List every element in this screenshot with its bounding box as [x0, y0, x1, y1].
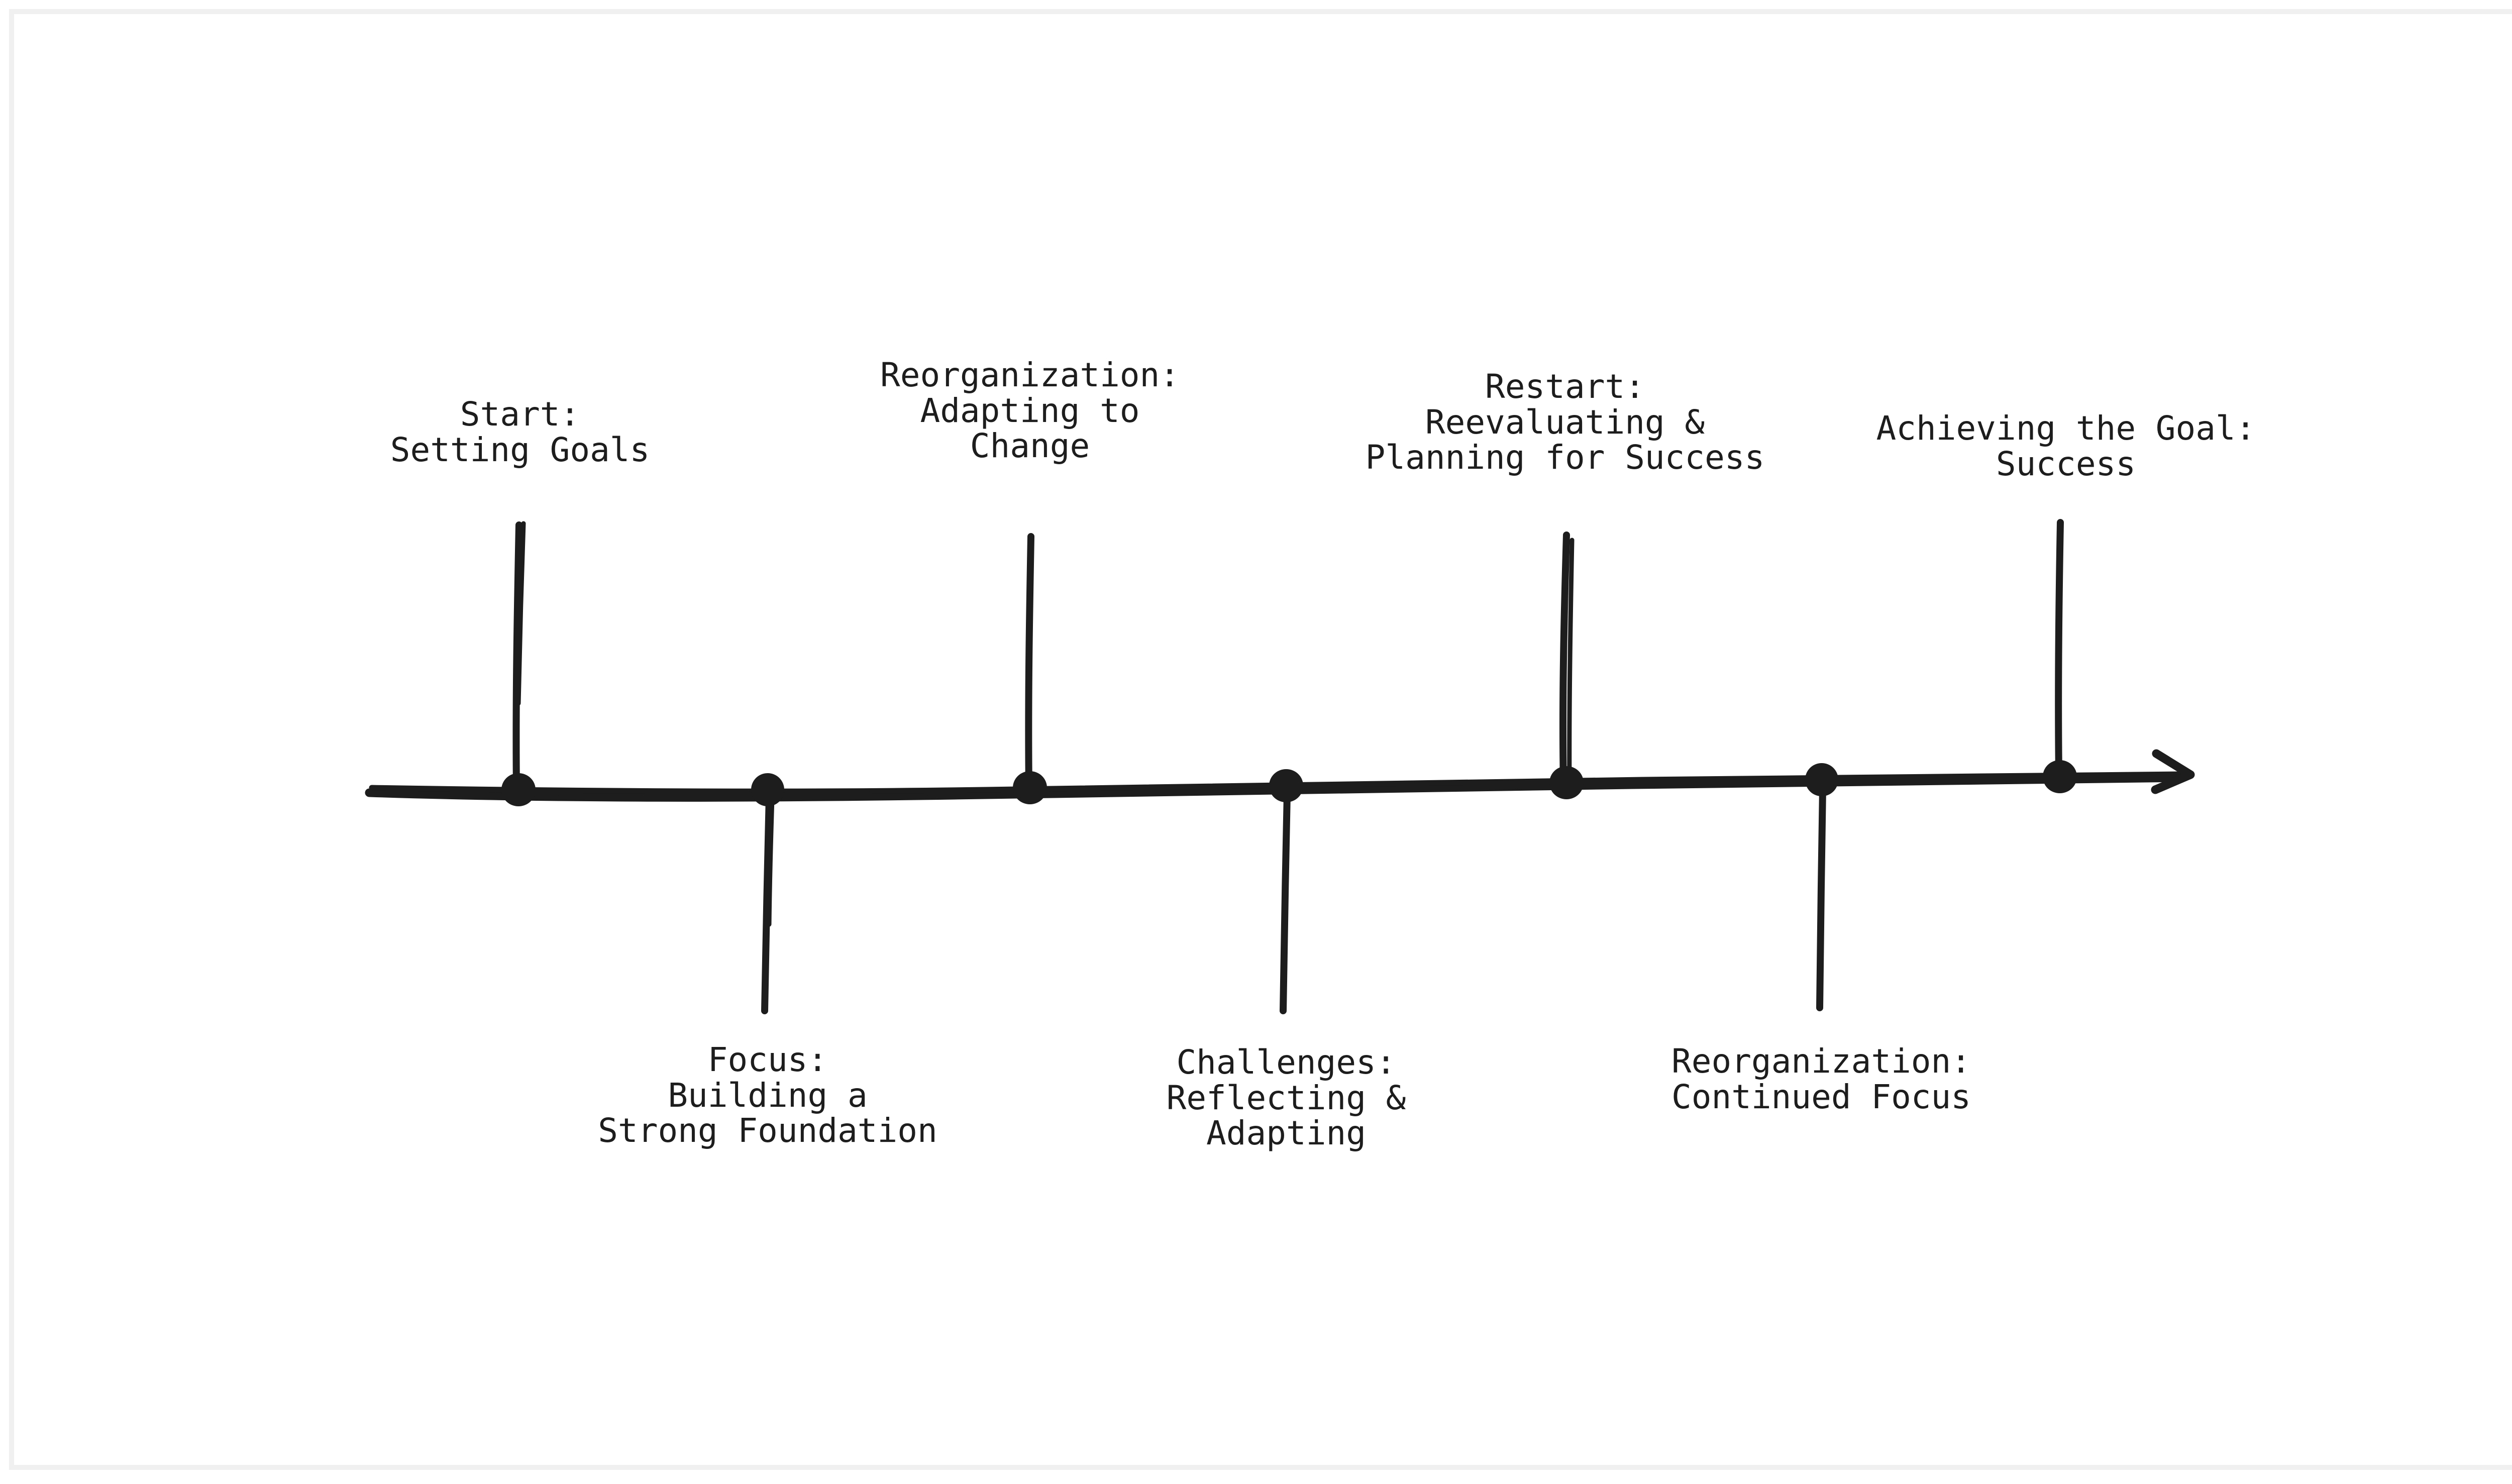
timeline-marker-3[interactable]: [1013, 771, 1047, 804]
connector-stem-5: [1559, 532, 1575, 787]
connector-stem-3: [1025, 533, 1034, 792]
timeline-marker-5[interactable]: [1549, 766, 1584, 799]
timeline-arrow-head-icon: [2151, 749, 2195, 794]
timeline-label-3: Reorganization: Adapting to Change: [880, 356, 1180, 466]
connector-stem-7: [2055, 519, 2064, 777]
timeline-marker-7[interactable]: [2043, 760, 2077, 793]
timeline-marker-2[interactable]: [751, 773, 784, 806]
timeline-label-1: Start: Setting Goals: [390, 395, 650, 469]
timeline-label-6: Reorganization: Continued Focus: [1671, 1042, 1971, 1116]
timeline-marker-4[interactable]: [1269, 769, 1303, 802]
diagram-frame-border: [9, 9, 2512, 1470]
timeline-label-2: Focus: Building a Strong Foundation: [598, 1040, 937, 1150]
connector-stem-4: [1280, 790, 1291, 1014]
timeline-marker-1[interactable]: [501, 773, 536, 806]
connector-stem-6: [1816, 785, 1826, 1011]
timeline-label-7: Achieving the Goal: Success: [1876, 409, 2256, 483]
timeline-label-5: Restart: Reevaluating & Planning for Suc…: [1365, 367, 1765, 477]
timeline-marker-6[interactable]: [1805, 763, 1838, 796]
connector-stem-1: [512, 521, 526, 793]
timeline-label-4: Challenges: Reflecting & Adapting: [1166, 1043, 1406, 1153]
connector-stem-2: [761, 793, 775, 1014]
